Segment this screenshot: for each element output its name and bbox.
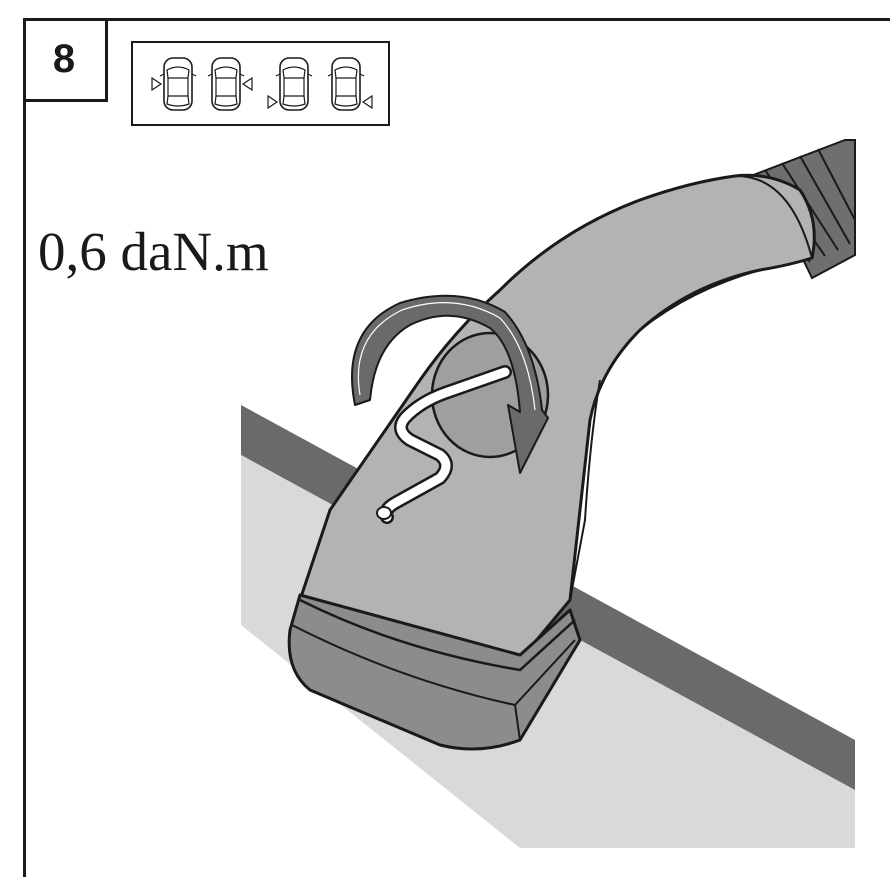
rotation-arrow-icon [351,294,549,474]
cars-row [151,57,373,111]
car-top-view-icon [151,57,197,111]
allen-key-icon [376,365,512,524]
roof-bar-foot-icon [287,173,816,751]
step-number-box: 8 [23,18,108,102]
step-number: 8 [52,36,76,81]
mounting-positions-box [131,41,390,126]
panel-frame [23,18,890,877]
car-top-view-icon [267,57,313,111]
car-top-view-icon [327,57,373,111]
torque-value: 0,6 daN.m [38,221,269,282]
car-top-view-icon [207,57,253,111]
